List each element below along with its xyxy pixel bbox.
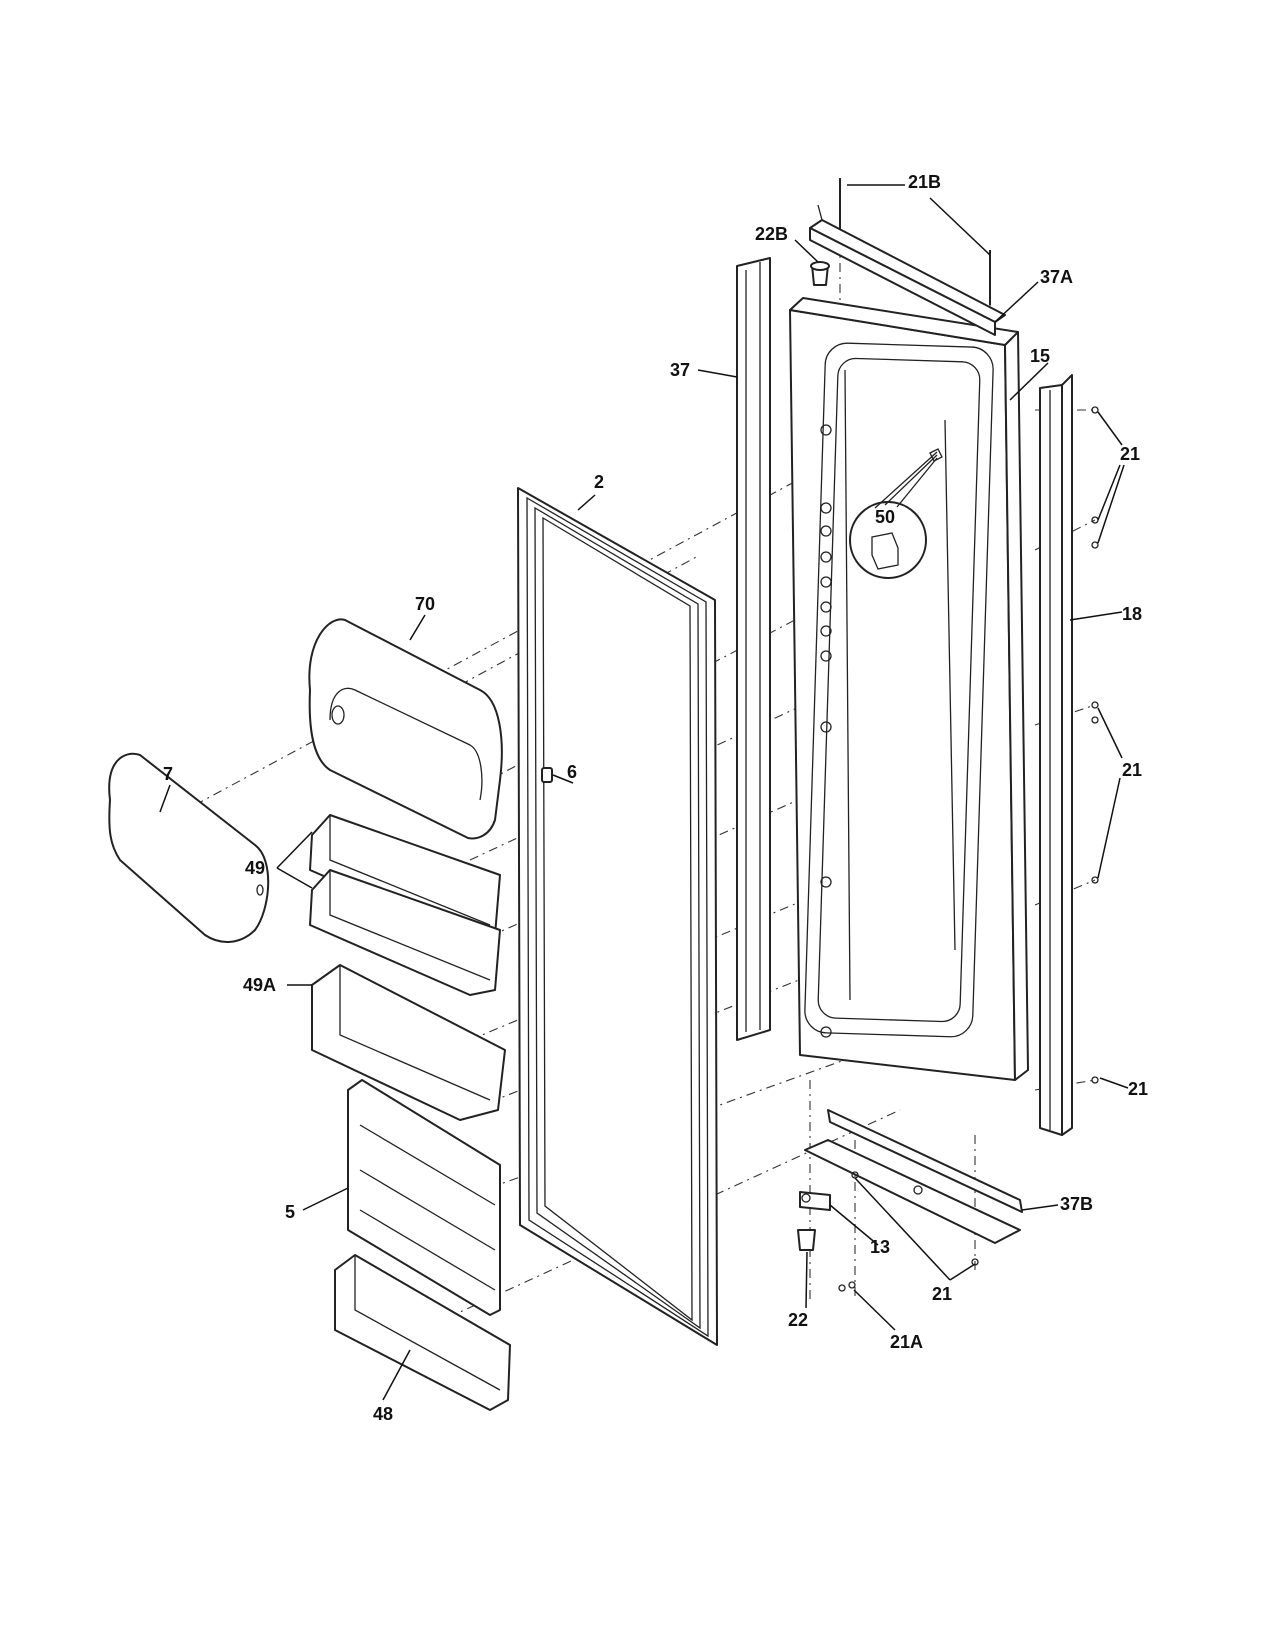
part-21-screws <box>851 406 1099 1266</box>
part-37B-bottom-cap <box>804 1109 1023 1244</box>
callout-21B: 21B <box>908 172 941 192</box>
callout-7: 7 <box>163 764 173 784</box>
part-7-dairy-door <box>108 752 270 943</box>
callout-labels: 21B 22B 37A 37 15 21 2 50 70 18 7 6 21 4… <box>163 172 1148 1424</box>
part-49A-door-bin-large <box>311 964 506 1121</box>
callout-21A: 21A <box>890 1332 923 1352</box>
shelf-pegs <box>820 424 832 1038</box>
callout-21-d: 21 <box>932 1284 952 1304</box>
callout-22B: 22B <box>755 224 788 244</box>
part-50-bracket-detail <box>849 448 943 579</box>
callout-49A: 49A <box>243 975 276 995</box>
callout-21-c: 21 <box>1128 1079 1148 1099</box>
callout-21-b: 21 <box>1122 760 1142 780</box>
part-15-door-liner <box>789 297 1029 1081</box>
part-49-door-bin-lower <box>309 869 501 996</box>
part-13-hinge <box>799 1191 831 1211</box>
part-21B-screws <box>839 178 991 305</box>
part-37A-top-cap <box>809 204 1006 336</box>
part-18-door-trim <box>1039 374 1073 1136</box>
callout-5: 5 <box>285 1202 295 1222</box>
part-48-bottom-bin <box>334 1254 511 1411</box>
callout-22: 22 <box>788 1310 808 1330</box>
part-22-bushing <box>797 1229 816 1251</box>
callout-13: 13 <box>870 1237 890 1257</box>
callout-37B: 37B <box>1060 1194 1093 1214</box>
callout-2: 2 <box>594 472 604 492</box>
callout-49: 49 <box>245 858 265 878</box>
part-5-wine-rack <box>347 1079 501 1316</box>
callout-50: 50 <box>875 507 895 527</box>
callout-70: 70 <box>415 594 435 614</box>
part-22B-hinge-cap <box>810 261 830 286</box>
part-2-door-gasket <box>517 487 718 1346</box>
part-6-clip <box>541 767 553 783</box>
callout-48: 48 <box>373 1404 393 1424</box>
callout-37A: 37A <box>1040 267 1073 287</box>
callout-37: 37 <box>670 360 690 380</box>
part-37-door-trim <box>736 257 771 1041</box>
callout-18: 18 <box>1122 604 1142 624</box>
callout-6: 6 <box>567 762 577 782</box>
part-70-dairy-compartment <box>308 618 503 840</box>
callout-21-a: 21 <box>1120 444 1140 464</box>
part-21A-screws <box>838 1281 856 1292</box>
callout-15: 15 <box>1030 346 1050 366</box>
leader-lines <box>159 184 1129 1401</box>
